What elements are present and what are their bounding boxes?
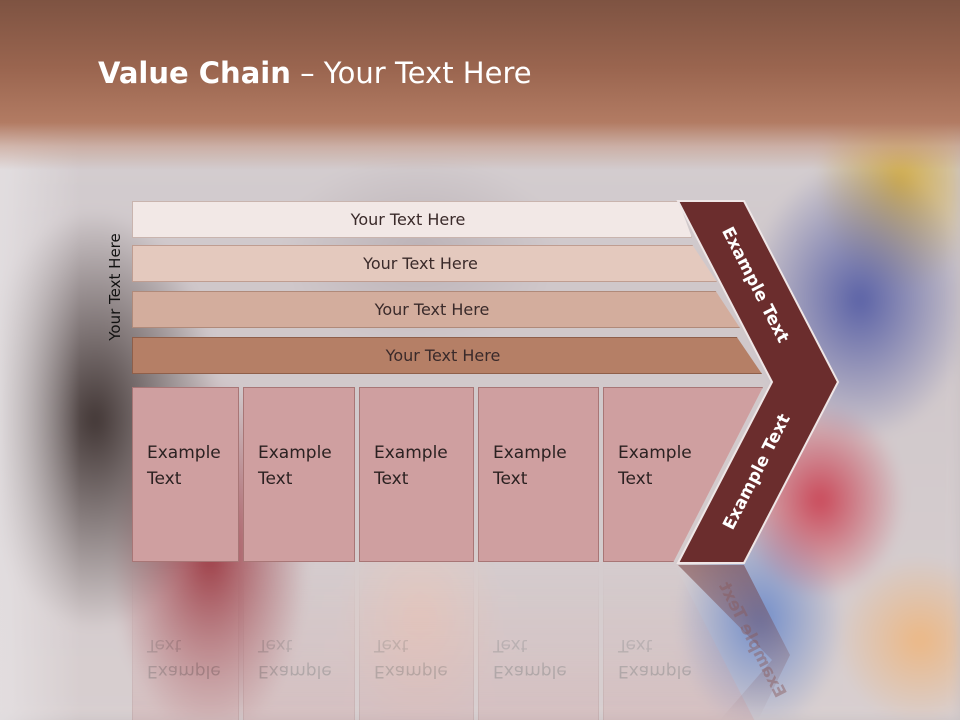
box-text-line1: Example bbox=[147, 443, 221, 463]
bar-label: Your Text Here bbox=[374, 300, 490, 319]
box-text-line2: Text bbox=[493, 469, 528, 489]
reflection-box: Example Text bbox=[603, 562, 763, 720]
reflection-text: Text bbox=[374, 635, 409, 655]
reflection-box: Example Text bbox=[359, 562, 474, 720]
reflection-inner: Example Text Example Text Example Text Exam… bbox=[0, 562, 960, 720]
reflection-text: Text bbox=[258, 635, 293, 655]
box-text-line1: Example bbox=[374, 443, 448, 463]
side-label: Your Text Here bbox=[106, 233, 124, 341]
title-bold: Value Chain bbox=[98, 56, 291, 90]
reflection-text: Example bbox=[374, 661, 448, 681]
box-text-line2: Text bbox=[618, 469, 653, 489]
support-bar-4: Your Text Here bbox=[132, 337, 762, 374]
reflection: Example Text Example Text Example Text Exam… bbox=[0, 562, 960, 720]
reflection-text: Example bbox=[618, 661, 692, 681]
box-text-line2: Text bbox=[258, 469, 293, 489]
support-bar-3: Your Text Here bbox=[132, 291, 740, 328]
reflection-text: Text bbox=[618, 635, 653, 655]
slide-title: Value Chain – Your Text Here bbox=[98, 56, 532, 90]
support-bar-2: Your Text Here bbox=[132, 245, 717, 282]
reflection-text: Text bbox=[147, 635, 182, 655]
header-band bbox=[0, 0, 960, 170]
title-rest: – Your Text Here bbox=[290, 56, 532, 90]
reflection-text: Example bbox=[258, 661, 332, 681]
box-text-line2: Text bbox=[147, 469, 182, 489]
box-text-line1: Example bbox=[493, 443, 567, 463]
bar-label: Your Text Here bbox=[385, 346, 501, 365]
box-text-line1: Example bbox=[258, 443, 332, 463]
reflection-box: Example Text bbox=[243, 562, 355, 720]
background-fade bbox=[0, 120, 80, 720]
reflection-text: Example bbox=[147, 661, 221, 681]
reflection-box: Example Text bbox=[478, 562, 599, 720]
reflection-text: Text bbox=[493, 635, 528, 655]
reflection-text: Example bbox=[493, 661, 567, 681]
bar-label: Your Text Here bbox=[363, 254, 478, 273]
box-text-line1: Example bbox=[618, 443, 692, 463]
bar-label: Your Text Here bbox=[350, 210, 466, 229]
reflection-box: Example Text bbox=[132, 562, 239, 720]
box-text-line2: Text bbox=[374, 469, 409, 489]
support-bar-1: Your Text Here bbox=[132, 201, 692, 238]
